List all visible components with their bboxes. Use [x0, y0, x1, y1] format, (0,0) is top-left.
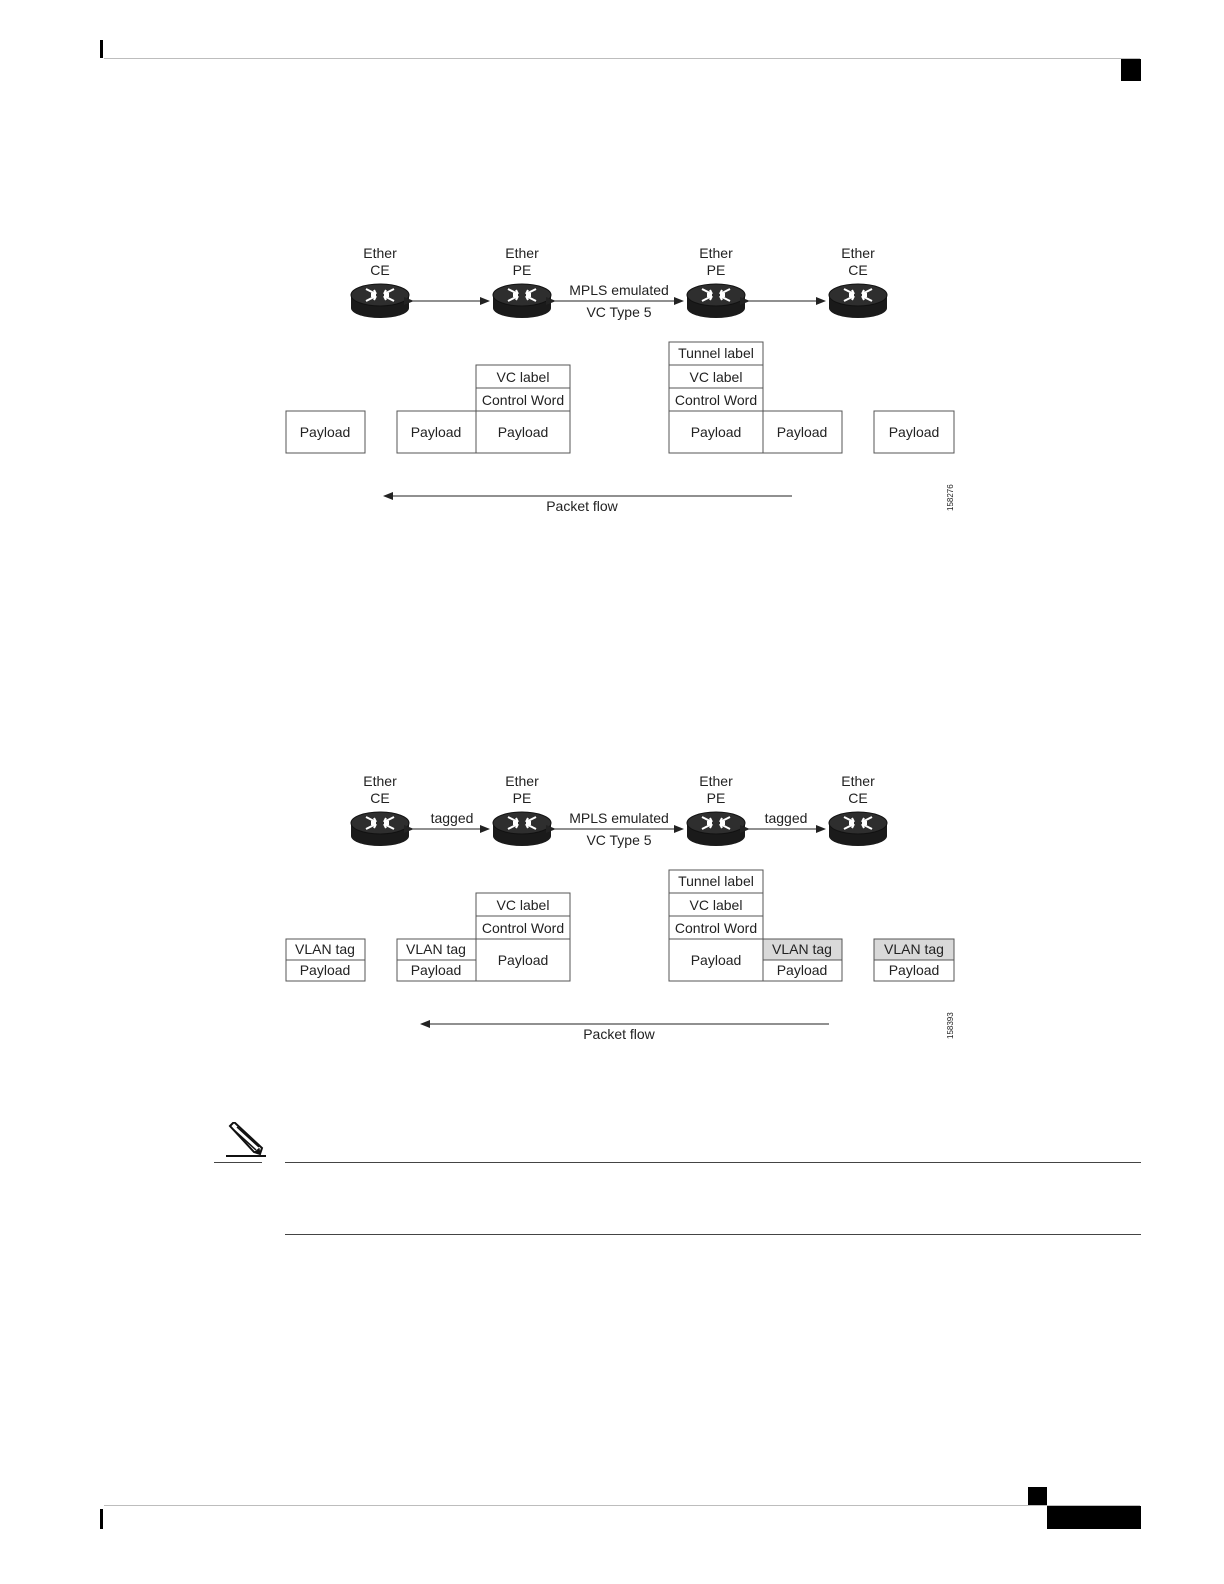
- cell-vlan-tag: VLAN tag: [772, 941, 832, 957]
- node-2-label-line1: Ether: [505, 245, 539, 261]
- cell-vlan-tag: VLAN tag: [295, 941, 355, 957]
- link-label-mpls: MPLS emulated: [569, 810, 669, 826]
- node-1-label-line2: CE: [370, 262, 389, 278]
- router-icon: [350, 283, 410, 319]
- note-top-rule: [285, 1162, 1141, 1163]
- note-bottom-rule: [285, 1234, 1141, 1235]
- router-icon: [828, 283, 888, 319]
- cell-payload: Payload: [889, 962, 940, 978]
- node-3-label-line2: PE: [707, 790, 726, 806]
- footer-tick: [100, 1509, 103, 1529]
- packet-cell: [475, 938, 571, 982]
- node-2-label-line2: PE: [513, 262, 532, 278]
- packet-cell: [396, 410, 477, 454]
- cell-payload: Payload: [498, 952, 549, 968]
- figure-number: 158276: [946, 484, 955, 511]
- router-icon: [686, 283, 746, 319]
- cell-tunnel-label: Tunnel label: [678, 873, 754, 889]
- link-label-vc-type: VC Type 5: [586, 832, 651, 848]
- router-icon: [828, 811, 888, 847]
- link-label-tagged: tagged: [431, 810, 474, 826]
- node-3-label-line2: PE: [707, 262, 726, 278]
- figure-number: 158393: [946, 1012, 955, 1039]
- pencil-note-icon: [226, 1122, 266, 1157]
- router-icon: [492, 283, 552, 319]
- figure-vc-type5-untagged: Ether CE Ether PE Ether PE Ether CE MPLS…: [285, 245, 955, 514]
- header-rule: [104, 58, 1140, 59]
- cell-vc-label: VC label: [497, 897, 550, 913]
- cell-payload: Payload: [777, 424, 828, 440]
- header-tick: [100, 40, 103, 58]
- packet-cell: [668, 410, 764, 454]
- packet-flow-label: Packet flow: [583, 1026, 655, 1042]
- packet-cell: [285, 410, 366, 454]
- link-label-tagged: tagged: [765, 810, 808, 826]
- node-4-label-line1: Ether: [841, 245, 875, 261]
- cell-payload: Payload: [300, 962, 351, 978]
- packet-cell: [668, 938, 764, 982]
- cell-control-word: Control Word: [675, 920, 757, 936]
- cell-control-word: Control Word: [482, 920, 564, 936]
- node-4-label-line2: CE: [848, 262, 867, 278]
- cell-payload: Payload: [691, 952, 742, 968]
- footer-page-tab: [1047, 1506, 1141, 1529]
- router-icon: [492, 811, 552, 847]
- cell-vc-label: VC label: [497, 369, 550, 385]
- footer-marker: [1028, 1487, 1047, 1505]
- cell-vc-label: VC label: [690, 369, 743, 385]
- packet-flow-label: Packet flow: [546, 498, 618, 514]
- packet-cell: [762, 410, 843, 454]
- node-4-label-line2: CE: [848, 790, 867, 806]
- node-1-label-line1: Ether: [363, 245, 397, 261]
- cell-control-word: Control Word: [675, 392, 757, 408]
- note-rule: [214, 1162, 262, 1163]
- cell-vlan-tag: VLAN tag: [406, 941, 466, 957]
- packet-cell: [762, 959, 843, 982]
- node-3-label-line1: Ether: [699, 773, 733, 789]
- packet-cell: [873, 410, 955, 454]
- cell-payload: Payload: [300, 424, 351, 440]
- router-icon: [686, 811, 746, 847]
- cell-control-word: Control Word: [482, 392, 564, 408]
- node-2-label-line2: PE: [513, 790, 532, 806]
- packet-cell: [285, 959, 366, 982]
- cell-payload: Payload: [411, 424, 462, 440]
- cell-tunnel-label: Tunnel label: [678, 345, 754, 361]
- packet-cell: [873, 959, 955, 982]
- cell-payload: Payload: [691, 424, 742, 440]
- node-1-label-line2: CE: [370, 790, 389, 806]
- router-icon: [350, 811, 410, 847]
- link-label-vc-type: VC Type 5: [586, 304, 651, 320]
- link-label-mpls: MPLS emulated: [569, 282, 669, 298]
- node-3-label-line1: Ether: [699, 245, 733, 261]
- packet-cell: [475, 410, 571, 454]
- figure-vc-type5-tagged: Ether CE Ether PE Ether PE Ether CE tagg…: [285, 773, 955, 1042]
- node-2-label-line1: Ether: [505, 773, 539, 789]
- cell-vlan-tag: VLAN tag: [884, 941, 944, 957]
- header-marker: [1121, 59, 1141, 81]
- footer-rule: [104, 1505, 1140, 1506]
- cell-payload: Payload: [411, 962, 462, 978]
- cell-payload: Payload: [498, 424, 549, 440]
- cell-vc-label: VC label: [690, 897, 743, 913]
- node-1-label-line1: Ether: [363, 773, 397, 789]
- cell-payload: Payload: [777, 962, 828, 978]
- node-4-label-line1: Ether: [841, 773, 875, 789]
- cell-payload: Payload: [889, 424, 940, 440]
